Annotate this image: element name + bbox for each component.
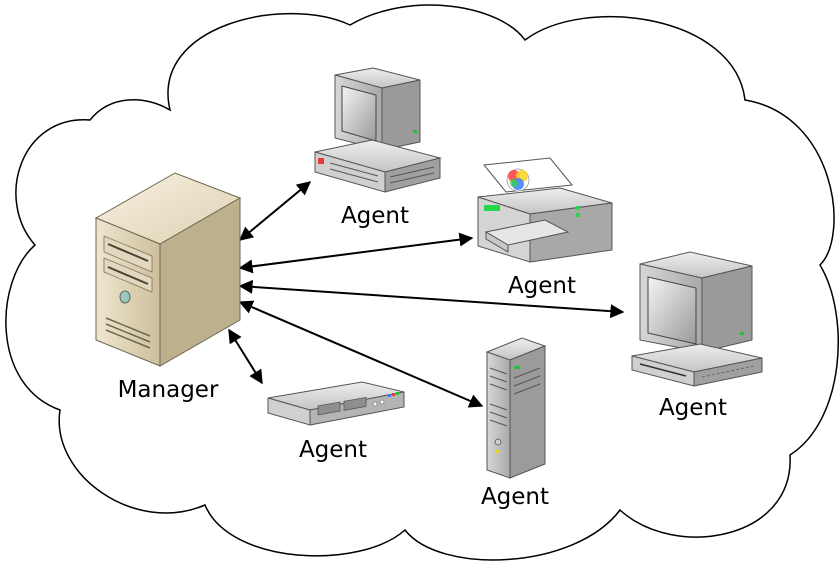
agent-label-switch: Agent <box>298 437 368 463</box>
tower-server-icon <box>485 337 547 479</box>
agent-label-workstation: Agent <box>658 395 728 421</box>
arrow-tower-server <box>238 300 484 408</box>
arrow-switch <box>228 328 263 385</box>
desktop-computer-icon <box>314 67 442 193</box>
agent-label-tower-server: Agent <box>480 484 550 510</box>
agent-label-desktop: Agent <box>340 203 410 229</box>
arrow-workstation <box>238 279 625 319</box>
manager-server-icon <box>94 172 242 367</box>
printer-icon <box>477 157 613 263</box>
agent-label-printer: Agent <box>507 273 577 299</box>
workstation-icon <box>631 251 763 387</box>
arrow-printer <box>238 232 474 274</box>
connection-arrows <box>228 181 625 408</box>
manager-label: Manager <box>117 377 219 403</box>
network-switch-icon <box>267 381 405 426</box>
arrow-desktop <box>238 181 312 241</box>
